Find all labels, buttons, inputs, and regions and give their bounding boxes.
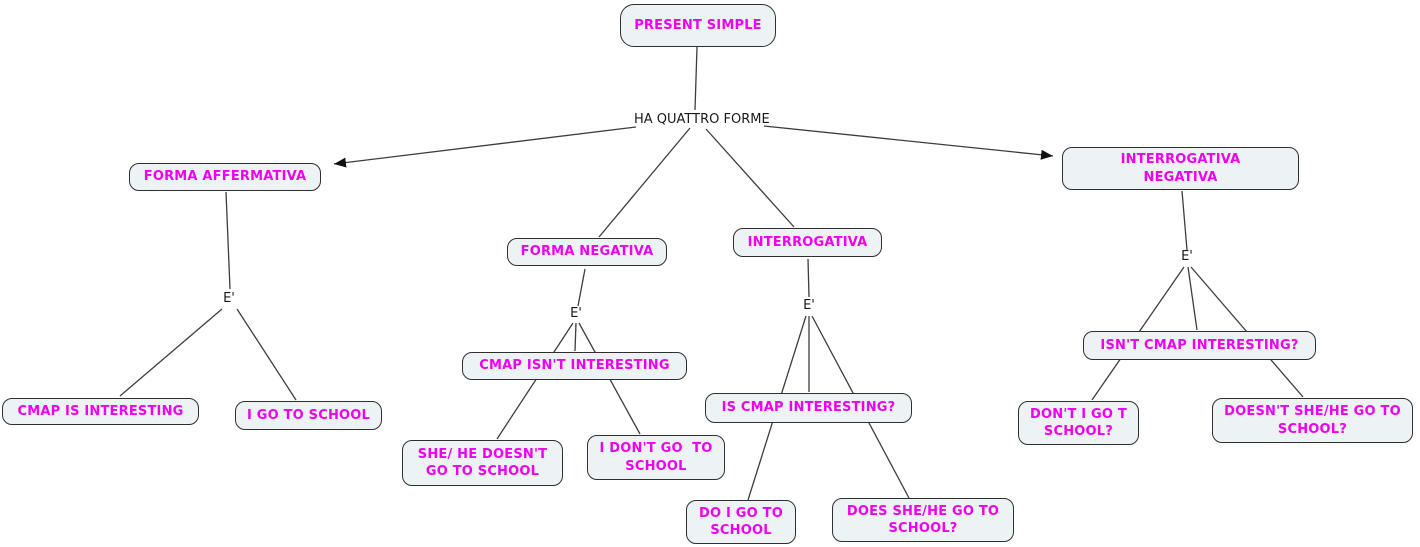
- node-do-i-go-to-school[interactable]: DO I GO TO SCHOOL: [686, 500, 796, 544]
- node-present-simple[interactable]: PRESENT SIMPLE: [620, 4, 776, 47]
- node-forma-affermativa[interactable]: FORMA AFFERMATIVA: [129, 163, 321, 191]
- node-doesnt-she-he-go-to-school[interactable]: DOESN'T SHE/HE GO TO SCHOOL?: [1212, 398, 1413, 443]
- link-label-e-affermativa[interactable]: E': [223, 291, 235, 306]
- connector-interrogativa-negativa-to-e: [1181, 190, 1188, 251]
- node-she-he-doesnt-go-to-school[interactable]: SHE/ HE DOESN'T GO TO SCHOOL: [402, 440, 563, 486]
- node-interrogativa[interactable]: INTERROGATIVA: [733, 228, 882, 257]
- connector-negativa-to-e: [577, 268, 586, 307]
- connector-interrogativa-to-e: [807, 258, 810, 298]
- node-isnt-cmap-interesting[interactable]: ISN'T CMAP INTERESTING?: [1083, 331, 1316, 360]
- node-i-go-to-school[interactable]: I GO TO SCHOOL: [235, 401, 382, 430]
- connector-e-to-cmap-isnt: [574, 322, 577, 352]
- node-dont-i-go-t-school[interactable]: DON'T I GO T SCHOOL?: [1018, 401, 1139, 445]
- connector-label-to-affermativa: [333, 126, 637, 168]
- link-label-e-interrogativa[interactable]: E': [803, 298, 815, 313]
- connector-present-to-label: [694, 46, 698, 111]
- connector-label-to-interrogativa-negativa: [763, 125, 1054, 160]
- connector-affermativa-to-e: [225, 191, 231, 290]
- node-cmap-isnt-interesting[interactable]: CMAP ISN'T INTERESTING: [462, 352, 687, 380]
- node-i-dont-go-to-school[interactable]: I DON'T GO TO SCHOOL: [587, 435, 725, 480]
- link-label-ha-quattro-forme[interactable]: HA QUATTRO FORME: [634, 112, 770, 127]
- connector-e-to-isnt-cmap: [1187, 266, 1198, 331]
- connector-e-to-i-go: [236, 308, 297, 401]
- node-does-she-he-go-to-school[interactable]: DOES SHE/HE GO TO SCHOOL?: [832, 498, 1014, 542]
- connector-label-to-negativa: [598, 127, 691, 238]
- connector-e-to-she-he-doesnt: [496, 322, 574, 440]
- connector-label-to-interrogativa: [705, 128, 795, 228]
- link-label-e-negativa[interactable]: E': [570, 306, 582, 321]
- connector-e-to-cmap-is: [119, 308, 223, 397]
- node-cmap-is-interesting[interactable]: CMAP IS INTERESTING: [2, 398, 199, 425]
- node-interrogativa-negativa[interactable]: INTERROGATIVA NEGATIVA: [1062, 147, 1299, 190]
- link-label-e-interrogativa-negativa[interactable]: E': [1181, 249, 1193, 264]
- node-is-cmap-interesting[interactable]: IS CMAP INTERESTING?: [705, 393, 912, 423]
- node-forma-negativa[interactable]: FORMA NEGATIVA: [507, 238, 667, 266]
